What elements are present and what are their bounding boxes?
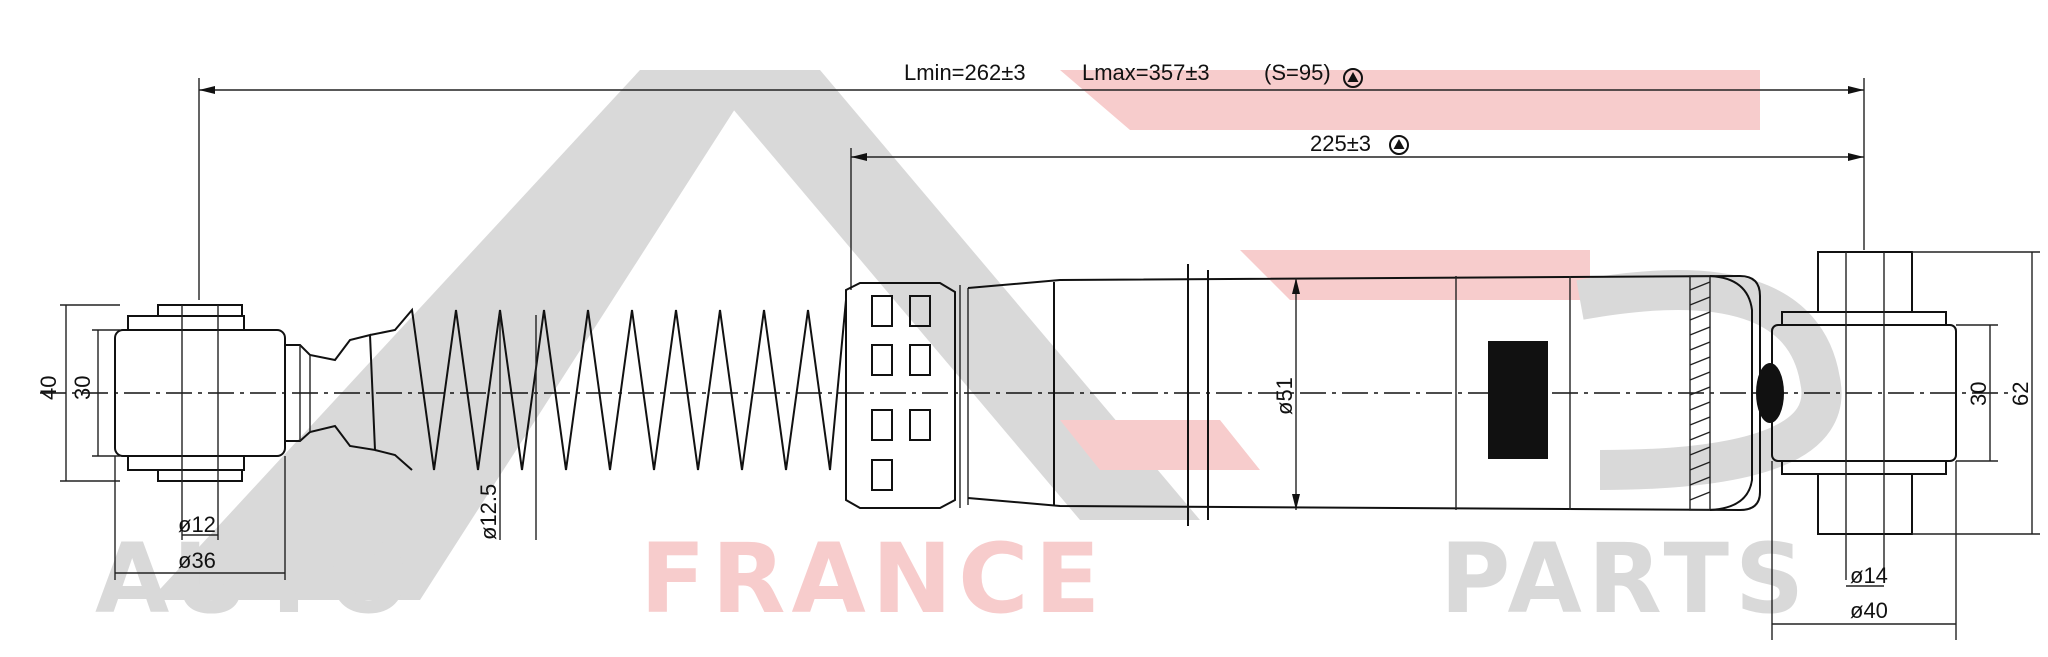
left-height-inner-label: 30 — [70, 376, 95, 400]
lmax-label: Lmax=357±3 — [1082, 60, 1210, 85]
warning-triangle-circle-icon — [1389, 135, 1409, 155]
overall-length-dimension: Lmin=262±3 Lmax=357±3 (S=95) — [198, 60, 1865, 300]
rod-and-bellows: ø12.5 — [285, 299, 847, 540]
stroke-label: (S=95) — [1264, 60, 1331, 85]
right-bore-label: ø14 — [1850, 563, 1888, 588]
body-length-dimension: 225±3 — [850, 131, 1864, 290]
shock-body: ø51 — [967, 264, 1761, 526]
watermark-word-parts: PARTS — [1440, 523, 1810, 635]
warning-triangle-circle-icon — [1343, 68, 1363, 88]
right-eye-mount: ø14 ø40 30 62 — [1756, 251, 2040, 640]
right-height-outer-label: 62 — [2008, 382, 2033, 406]
body-label-plate — [1488, 341, 1548, 459]
right-height-inner-label: 30 — [1966, 382, 1991, 406]
right-outer-label: ø40 — [1850, 598, 1888, 623]
rod-diameter-label: ø12.5 — [476, 484, 501, 540]
watermark: AUTO FRANCE PARTS — [95, 70, 1842, 635]
seal-head — [845, 282, 969, 509]
left-bore-label: ø12 — [178, 512, 216, 537]
watermark-word-france: FRANCE — [640, 523, 1106, 635]
left-outer-label: ø36 — [178, 548, 216, 573]
body-length-label: 225±3 — [1310, 131, 1371, 156]
body-diameter-label: ø51 — [1272, 377, 1297, 415]
watermark-word-auto: AUTO — [95, 523, 415, 635]
lmin-label: Lmin=262±3 — [904, 60, 1026, 85]
left-height-outer-label: 40 — [36, 376, 61, 400]
left-eye-mount: ø12 ø36 40 30 — [36, 304, 286, 580]
